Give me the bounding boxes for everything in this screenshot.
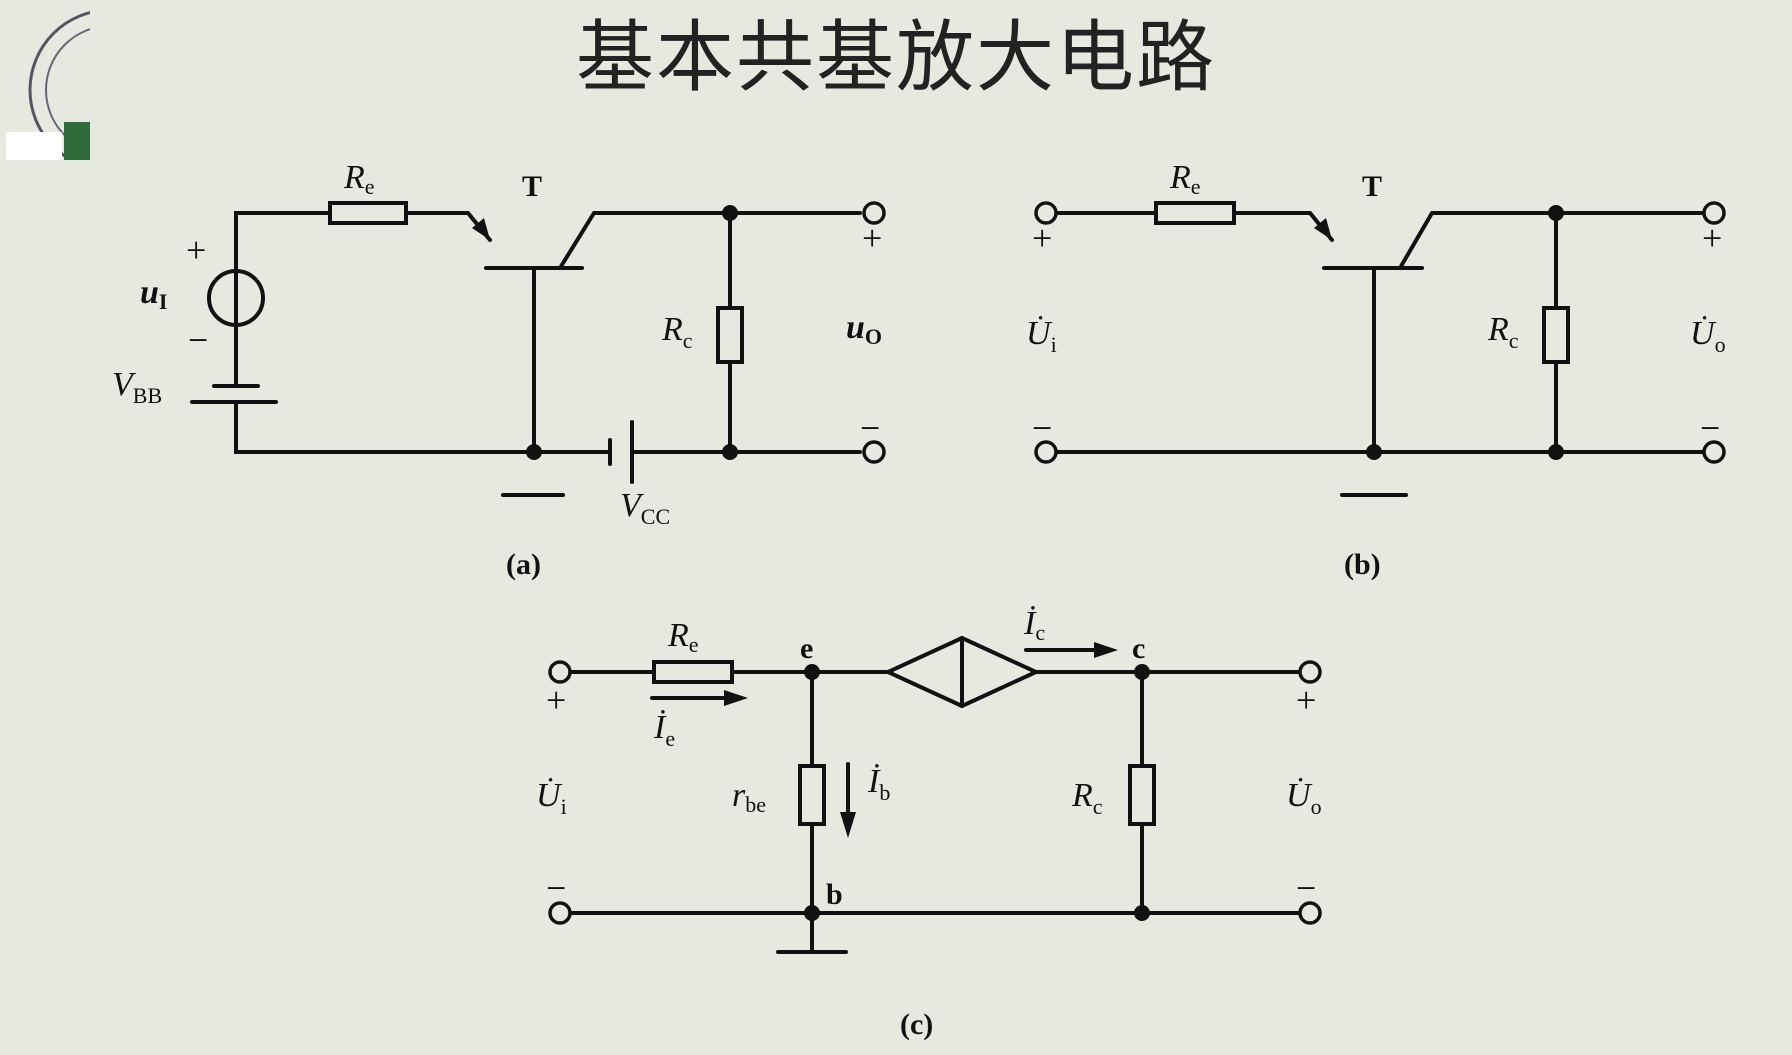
terminal <box>548 660 572 684</box>
terminal <box>862 201 886 225</box>
label-re-a: Re <box>343 159 375 199</box>
node-b: b <box>826 878 843 911</box>
minus-sign: − <box>1700 408 1720 448</box>
minus-sign: − <box>546 868 566 908</box>
arrow-down-icon <box>840 812 856 838</box>
university-seal-logo <box>6 11 90 160</box>
resistor-re-a <box>328 201 408 225</box>
node-e: e <box>800 632 813 665</box>
label-re-b: Re <box>1169 159 1201 199</box>
minus-sign: − <box>1296 868 1316 908</box>
label-ie: İe <box>653 709 675 751</box>
terminal <box>1298 660 1322 684</box>
arrow-right-icon <box>724 690 748 706</box>
caption-a: (a) <box>506 548 541 581</box>
resistor-rc-b <box>1542 306 1570 364</box>
label-uo-c: U̇o <box>1286 777 1322 819</box>
caption-b: (b) <box>1344 548 1381 581</box>
terminal <box>1034 201 1058 225</box>
plus-sign: + <box>186 230 206 270</box>
minus-sign: − <box>1032 408 1052 448</box>
label-vbb: VBB <box>112 366 162 408</box>
label-t-b: T <box>1362 170 1382 203</box>
terminal <box>1702 440 1726 464</box>
label-rc-c: Rc <box>1071 777 1103 819</box>
label-rc-a: Rc <box>661 311 693 353</box>
label-rbe: rbe <box>732 777 766 817</box>
plus-sign: + <box>1296 680 1316 720</box>
resistor-rc-c <box>1128 764 1156 826</box>
resistor-rbe <box>798 764 826 826</box>
resistor-rc-a <box>716 306 744 364</box>
node-c: c <box>1132 632 1145 665</box>
resistor-re-c <box>652 660 734 684</box>
minus-sign: − <box>860 408 880 448</box>
plus-sign: + <box>862 218 882 258</box>
terminal <box>1034 440 1058 464</box>
circuit-c: Re e c b İc İe İb rbe Rc U̇i U̇o + − + −… <box>536 605 1322 1041</box>
label-t-a: T <box>522 170 542 203</box>
label-ic: İc <box>1023 605 1045 645</box>
terminal <box>862 440 886 464</box>
page-title: 基本共基放大电路 <box>575 13 1216 103</box>
minus-sign: − <box>188 320 208 360</box>
plus-sign: + <box>546 680 566 720</box>
circuit-b: Re T + U̇i − Rc U̇o + − (b) <box>1026 159 1726 581</box>
label-uo: uO <box>846 309 882 349</box>
label-uo-b: U̇o <box>1690 315 1726 357</box>
terminal <box>1298 901 1322 925</box>
label-ib: İb <box>867 763 890 805</box>
plus-sign: + <box>1032 218 1052 258</box>
label-vcc: VCC <box>620 487 670 529</box>
label-re-c: Re <box>667 617 699 657</box>
circuit-a: Re T + uI − VBB Rc uO + − VCC (a) <box>112 159 886 581</box>
label-ui-b: U̇i <box>1026 315 1057 357</box>
arrow-right-icon <box>1094 642 1118 658</box>
caption-c: (c) <box>900 1008 933 1041</box>
label-ui-c: U̇i <box>536 777 567 819</box>
label-rc-b: Rc <box>1487 311 1519 353</box>
plus-sign: + <box>1702 218 1722 258</box>
label-ui: uI <box>140 274 167 314</box>
terminal <box>548 901 572 925</box>
resistor-re-b <box>1154 201 1236 225</box>
terminal <box>1702 201 1726 225</box>
